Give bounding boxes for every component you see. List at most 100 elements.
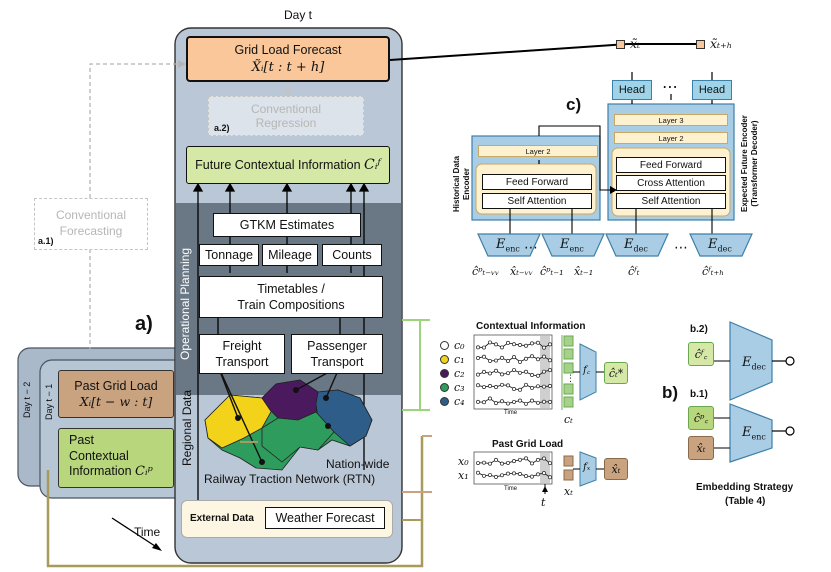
contextual-line-2-point-12 (548, 368, 552, 373)
future-encoder-line2: (Transformer Decoder) (749, 120, 759, 207)
contextual-line-3-point-7 (518, 387, 522, 392)
contextual-line-2-point-5 (506, 371, 510, 376)
contextual-line-0-point-0 (476, 345, 480, 350)
input-c-fth: ĉᶠₜ₊ₕ (702, 265, 724, 278)
fc-label: f꜀ (583, 365, 591, 376)
contextual-line-2-point-8 (524, 369, 528, 374)
contextual-line-4-point-7 (518, 398, 522, 403)
contextual-line-2-point-6 (512, 368, 516, 373)
e-enc-1: Eenc (496, 237, 520, 254)
contextual-line-0-point-3 (494, 342, 498, 347)
head-box-2: Head (692, 80, 732, 100)
embedding-strategy-title: Embedding Strategy (696, 482, 794, 493)
output-square-th (696, 40, 705, 49)
layer3-box: Layer 3 (614, 114, 728, 126)
contextual-line-1-point-2 (488, 358, 492, 363)
e-dec-2: Edec (708, 237, 732, 254)
pastgrid-line-0-point-7 (518, 457, 522, 462)
past-ctx-sym: Cᵢᵖ (135, 464, 153, 480)
contextual-line-2-point-3 (494, 368, 498, 373)
contextual-line-1-point-10 (536, 357, 540, 362)
grid-load-forecast-title: Grid Load Forecast (234, 43, 342, 57)
pastgrid-line-1-point-3 (494, 474, 498, 479)
pastgrid-line-0-point-5 (506, 460, 510, 465)
contextual-line-2-point-9 (530, 373, 534, 377)
legend-label-3: c₃ (454, 381, 465, 394)
day-t1-label: Day t − 1 (44, 383, 54, 420)
label-b1: b.1) (690, 389, 708, 400)
timetables-line2: Train Compositions (237, 298, 345, 312)
cross-attention: Cross Attention (616, 175, 726, 191)
contextual-line-1-point-11 (542, 354, 546, 359)
contextual-line-0-point-4 (500, 345, 504, 350)
passenger-line2: Transport (310, 355, 364, 369)
cp-box: ĉᵖ꜀ (688, 406, 714, 430)
pastgrid-line-0-point-9 (530, 461, 534, 466)
label-b2: b.2) (690, 324, 708, 335)
contextual-line-1-point-0 (476, 356, 480, 360)
historical-encoder-label: Historical Data Encoder (452, 156, 471, 212)
emb-xt-label: x̂ₜ (696, 441, 706, 455)
cf-box: ĉᶠ꜀ (688, 342, 714, 366)
emb-e-enc: Eenc (742, 425, 766, 442)
contextual-line-0-point-1 (482, 345, 486, 350)
legend-dot-3 (440, 383, 449, 392)
contextual-line-1-point-7 (518, 359, 522, 364)
contextual-line-4-point-10 (536, 400, 540, 405)
cp-label: ĉᵖ꜀ (693, 411, 709, 425)
contextual-line-4-point-12 (548, 399, 552, 404)
e-enc-2: Eenc (560, 237, 584, 254)
freight-box: Freight Transport (199, 334, 285, 374)
cf-label: ĉᶠ꜀ (694, 347, 708, 361)
regional-data-label: Regional Data (180, 389, 194, 466)
dashed-forecasting-path (89, 63, 178, 198)
contextual-line-1-point-8 (524, 356, 528, 361)
pastgrid-line-1-point-2 (488, 473, 492, 478)
fx-label: fₓ (583, 462, 591, 473)
pastgrid-line-1-point-10 (536, 472, 540, 477)
contextual-line-0-point-8 (524, 343, 528, 348)
enc-dots: ⋯ (524, 239, 538, 255)
contextual-line-1-point-3 (494, 358, 498, 363)
historical-encoder-line2: Encoder (461, 167, 471, 200)
contextual-line-2-point-11 (542, 369, 546, 374)
contextual-line-3-point-1 (482, 385, 486, 389)
feed-forward-enc: Feed Forward (482, 174, 592, 190)
pastgrid-line-1-point-4 (500, 473, 504, 478)
contextual-line-1-point-12 (548, 358, 552, 363)
time-label: Time (134, 525, 161, 539)
pastgrid-chart (473, 451, 553, 494)
xt-box: x̂ₜ (688, 436, 714, 460)
input-x-tw: x̂ₜ₋ᵥᵥ (510, 265, 533, 278)
past-grid-load-box: Past Grid Load Xᵢ[t − w : t] (58, 370, 174, 418)
contextual-line-4-point-3 (494, 401, 498, 406)
contextual-line-1-point-4 (500, 355, 504, 360)
operational-planning-label: Operational Planning (178, 247, 192, 360)
pastgrid-title: Past Grid Load (492, 439, 564, 450)
legend-label-4: c₄ (454, 395, 465, 408)
contextual-line-4-point-11 (542, 399, 546, 404)
contextual-line-3-point-8 (524, 382, 528, 387)
contextual-time: Time (504, 410, 518, 416)
contextual-line-4-point-2 (488, 396, 492, 401)
dec-dots: ⋯ (674, 239, 688, 255)
emb-e-dec: Edec (742, 355, 766, 372)
conventional-regression-text: Conventional Regression (250, 101, 322, 130)
weather-forecast-box: Weather Forecast (265, 507, 385, 529)
pastgrid-line-1-point-5 (506, 471, 510, 476)
contextual-line-4-point-8 (524, 401, 528, 406)
freight-line1: Freight (222, 338, 262, 353)
contextual-line-3-point-2 (488, 383, 492, 388)
contextual-line-1-point-1 (482, 354, 486, 359)
passenger-line1: Passenger (307, 338, 367, 353)
counts-box: Counts (322, 244, 382, 266)
conventional-forecasting-box: Conventional Forecasting (34, 198, 148, 250)
grid-load-forecast-formula: X̃ᵢ[t : t + h] (251, 60, 325, 75)
contextual-line-0-point-7 (518, 343, 522, 347)
contextual-line-2-point-7 (518, 370, 522, 375)
pastgrid-line-0-point-12 (548, 461, 552, 466)
contextual-line-3-point-12 (548, 384, 552, 388)
grid-load-forecast-box: Grid Load Forecast X̃ᵢ[t : t + h] (186, 36, 390, 82)
